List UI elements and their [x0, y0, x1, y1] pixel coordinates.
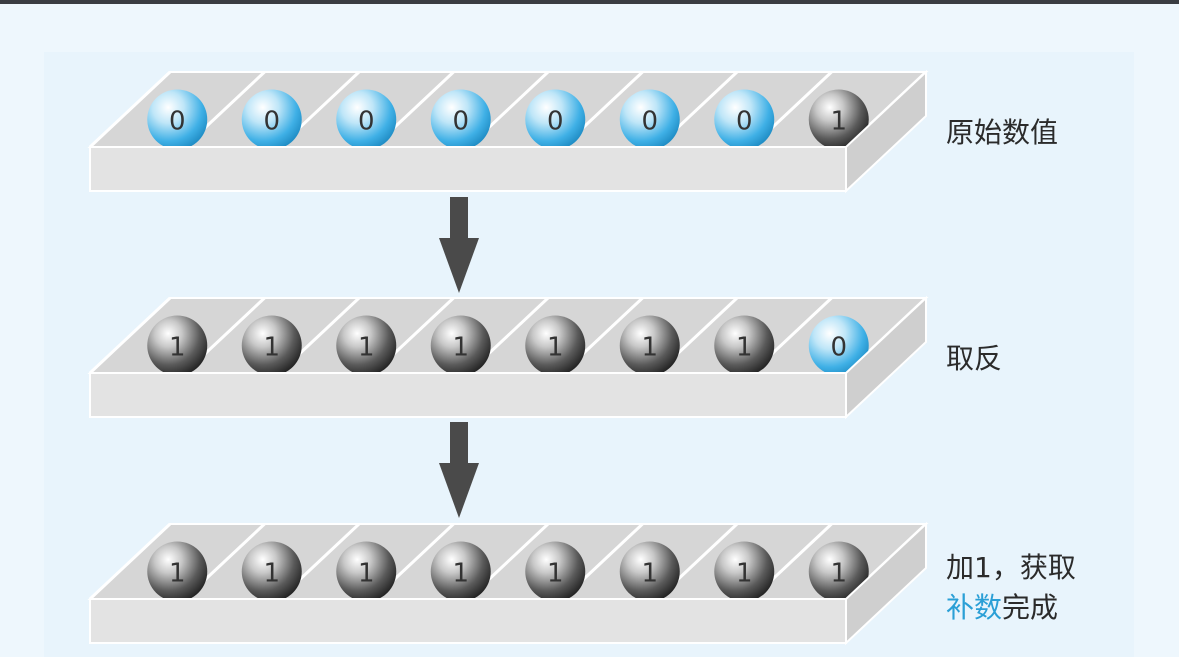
bit-digit: 1: [830, 107, 847, 137]
bit-digit: 1: [641, 559, 658, 589]
bit-ball-one: 1: [241, 541, 302, 602]
bit-ball-one: 1: [525, 315, 586, 376]
bit-digit: 1: [641, 333, 658, 363]
step-label-invert: 取反: [946, 342, 1003, 375]
bit-digit: 1: [830, 559, 847, 589]
bit-ball-one: 1: [714, 541, 775, 602]
bit-ball-one: 1: [147, 315, 208, 376]
bit-ball-one: 1: [430, 541, 491, 602]
bit-ball-zero: 0: [430, 89, 491, 150]
bit-ball-one: 1: [241, 315, 302, 376]
bit-ball-zero: 0: [714, 89, 775, 150]
bit-ball-one: 1: [714, 315, 775, 376]
bit-ball-one: 1: [808, 89, 869, 150]
bit-digit: 0: [641, 107, 658, 137]
bit-digit: 0: [452, 107, 469, 137]
down-arrow-0: [439, 197, 479, 293]
bit-digit: 0: [547, 107, 564, 137]
bit-ball-zero: 0: [619, 89, 680, 150]
tray-side-2: [845, 521, 927, 646]
bit-digit: 0: [263, 107, 280, 137]
bit-digit: 0: [830, 333, 847, 363]
bit-digit: 1: [547, 559, 564, 589]
down-arrow-1: [439, 422, 479, 518]
complete-text: 完成: [1002, 591, 1059, 624]
bit-ball-one: 1: [430, 315, 491, 376]
tray-divider: [88, 70, 172, 149]
complement-accent-text: 补数: [946, 591, 1003, 624]
bit-digit: 0: [358, 107, 375, 137]
bit-ball-one: 1: [525, 541, 586, 602]
bit-ball-one: 1: [336, 315, 397, 376]
tray-front-1: [89, 372, 847, 418]
bit-tray-1: 1 1 1 1 1 1 1 0: [87, 295, 929, 420]
tray-side-0: [845, 69, 927, 194]
bit-ball-one: 1: [619, 541, 680, 602]
tray-front-0: [89, 146, 847, 192]
bit-digit: 1: [263, 559, 280, 589]
bit-digit: 1: [169, 559, 186, 589]
bit-digit: 1: [263, 333, 280, 363]
bit-digit: 1: [358, 333, 375, 363]
tray-divider: [88, 296, 172, 375]
tray-front-2: [89, 598, 847, 644]
bit-digit: 1: [358, 559, 375, 589]
bit-ball-zero: 0: [525, 89, 586, 150]
bit-digit: 1: [452, 559, 469, 589]
bit-ball-one: 1: [147, 541, 208, 602]
bit-digit: 1: [169, 333, 186, 363]
bit-digit: 0: [736, 107, 753, 137]
bit-ball-zero: 0: [147, 89, 208, 150]
step-label-add-one-line1: 加1，获取: [946, 551, 1076, 584]
bit-ball-zero: 0: [336, 89, 397, 150]
bit-ball-one: 1: [808, 541, 869, 602]
bit-digit: 0: [169, 107, 186, 137]
bit-ball-zero: 0: [808, 315, 869, 376]
bit-ball-one: 1: [619, 315, 680, 376]
tray-side-1: [845, 295, 927, 420]
bit-ball-zero: 0: [241, 89, 302, 150]
step-label-original: 原始数值: [946, 116, 1059, 149]
bit-ball-one: 1: [336, 541, 397, 602]
bit-digit: 1: [736, 333, 753, 363]
tray-divider: [88, 522, 172, 601]
bit-digit: 1: [452, 333, 469, 363]
step-label-add-one: 加1，获取 补数完成: [946, 548, 1076, 628]
bit-digit: 1: [736, 559, 753, 589]
step-label-add-one-line2: 补数完成: [946, 588, 1076, 628]
bit-tray-0: 0 0 0 0 0 0 0 1: [87, 69, 929, 194]
top-bar: [0, 0, 1179, 4]
bit-digit: 1: [547, 333, 564, 363]
bit-tray-2: 1 1 1 1 1 1 1 1: [87, 521, 929, 646]
